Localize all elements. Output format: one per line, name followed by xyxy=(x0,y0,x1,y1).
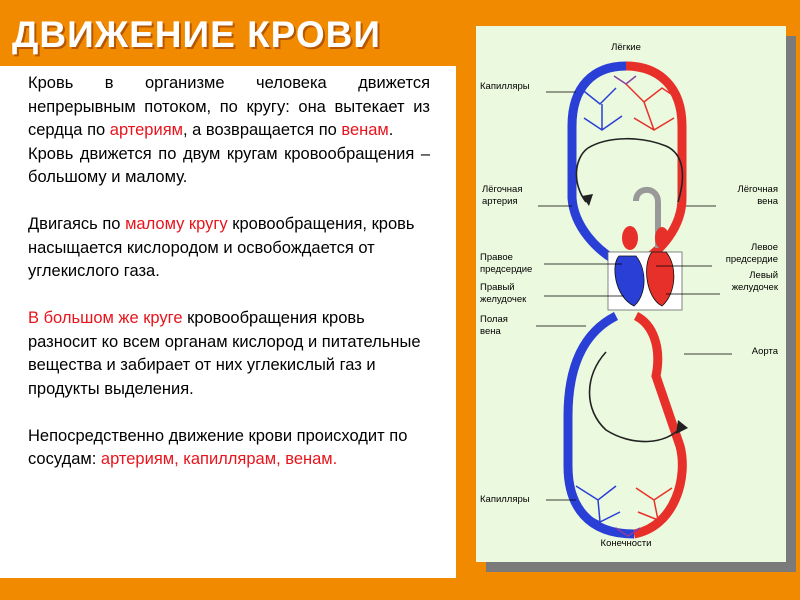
text-panel xyxy=(0,66,456,578)
arteries-highlight: артериям xyxy=(109,121,183,139)
left-ventricle-shape xyxy=(646,251,675,307)
arrowhead-icon xyxy=(582,194,593,206)
paragraph-small-circle: Двигаясь по малому кругу кровообращения,… xyxy=(28,213,430,284)
paragraph-blood-flow: Кровь в организме человека движется непр… xyxy=(28,72,430,143)
label-pulmonary-vein-1: Лёгочная xyxy=(738,184,778,195)
vena-cava-vessel xyxy=(563,311,635,539)
label-left-ventricle-2: желудочек xyxy=(732,282,779,293)
circulation-svg: Лёгкие Капилляры Лёгочная артерия Лёгочн… xyxy=(480,42,779,549)
paragraph-text: Кровь в организме человека движется непр… xyxy=(28,74,430,139)
label-vena-cava-1: Полая xyxy=(480,314,508,325)
right-atrium-shape xyxy=(655,227,669,249)
small-circle-highlight: малому кругу xyxy=(125,215,228,233)
label-capillaries-top: Капилляры xyxy=(480,81,530,92)
paragraph-text: кровообращения кровь разносит ко всем ор… xyxy=(28,309,421,398)
right-ventricle-shape xyxy=(614,255,645,307)
label-pulmonary-artery-1: Лёгочная xyxy=(482,184,522,195)
label-right-ventricle-2: желудочек xyxy=(480,294,527,305)
heart xyxy=(607,186,683,311)
body-capillaries xyxy=(575,485,675,537)
label-capillaries-bottom: Капилляры xyxy=(480,494,530,505)
veins-highlight: венам xyxy=(341,121,389,139)
paragraph-text: Двигаясь по xyxy=(28,215,126,233)
pulmonary-flow-arrow xyxy=(575,137,684,203)
left-atrium-shape xyxy=(622,226,638,250)
label-right-atrium-1: Правое xyxy=(480,252,513,263)
label-left-atrium-1: Левое xyxy=(751,242,778,253)
spacer xyxy=(28,284,430,308)
label-left-ventricle-1: Левый xyxy=(749,270,778,281)
paragraph-text: кровообращения, кровь насыщается кислоро… xyxy=(28,215,415,280)
slide-title: ДВИЖЕНИЕ КРОВИ xyxy=(12,14,381,55)
circulation-diagram: Лёгкие Капилляры Лёгочная артерия Лёгочн… xyxy=(476,26,786,562)
label-pulmonary-vein-2: вена xyxy=(757,196,778,207)
label-pulmonary-artery-2: артерия xyxy=(482,196,518,207)
lung-capillaries xyxy=(579,75,675,131)
pulmonary-artery-vessel xyxy=(567,61,627,269)
arrowhead-icon xyxy=(676,420,688,434)
aorta-vessel xyxy=(632,311,687,539)
label-right-atrium-2: предсердие xyxy=(480,264,532,275)
paragraph-text: , а возвращается по xyxy=(182,121,342,139)
vessels-highlight: артериям, капиллярам, венам. xyxy=(100,450,338,468)
spacer xyxy=(28,401,430,425)
paragraph-two-circles: Кровь движется по двум кругам кровообращ… xyxy=(28,144,430,187)
label-right-ventricle-1: Правый xyxy=(480,282,515,293)
paragraph-big-circle: В большом же круге кровообращения кровь … xyxy=(28,307,430,401)
paragraph-vessels: Непосредственно движение крови происходи… xyxy=(28,425,430,472)
big-circle-highlight: В большом же круге xyxy=(28,309,183,327)
slide-body: Кровь в организме человека движется непр… xyxy=(28,72,430,472)
spacer xyxy=(28,190,430,214)
label-vena-cava-2: вена xyxy=(480,326,501,337)
paragraph-text: . xyxy=(388,121,394,139)
systemic-flow-arrow xyxy=(588,351,683,443)
label-left-atrium-2: предсердие xyxy=(726,254,778,265)
leader-lines xyxy=(536,91,732,501)
label-aorta: Аорта xyxy=(752,346,779,357)
aortic-arch xyxy=(633,186,661,248)
paragraph-text: Непосредственно движение крови происходи… xyxy=(28,426,408,469)
label-limbs: Конечности xyxy=(601,538,652,549)
label-lungs: Лёгкие xyxy=(611,42,641,53)
bottom-strip xyxy=(0,578,800,586)
